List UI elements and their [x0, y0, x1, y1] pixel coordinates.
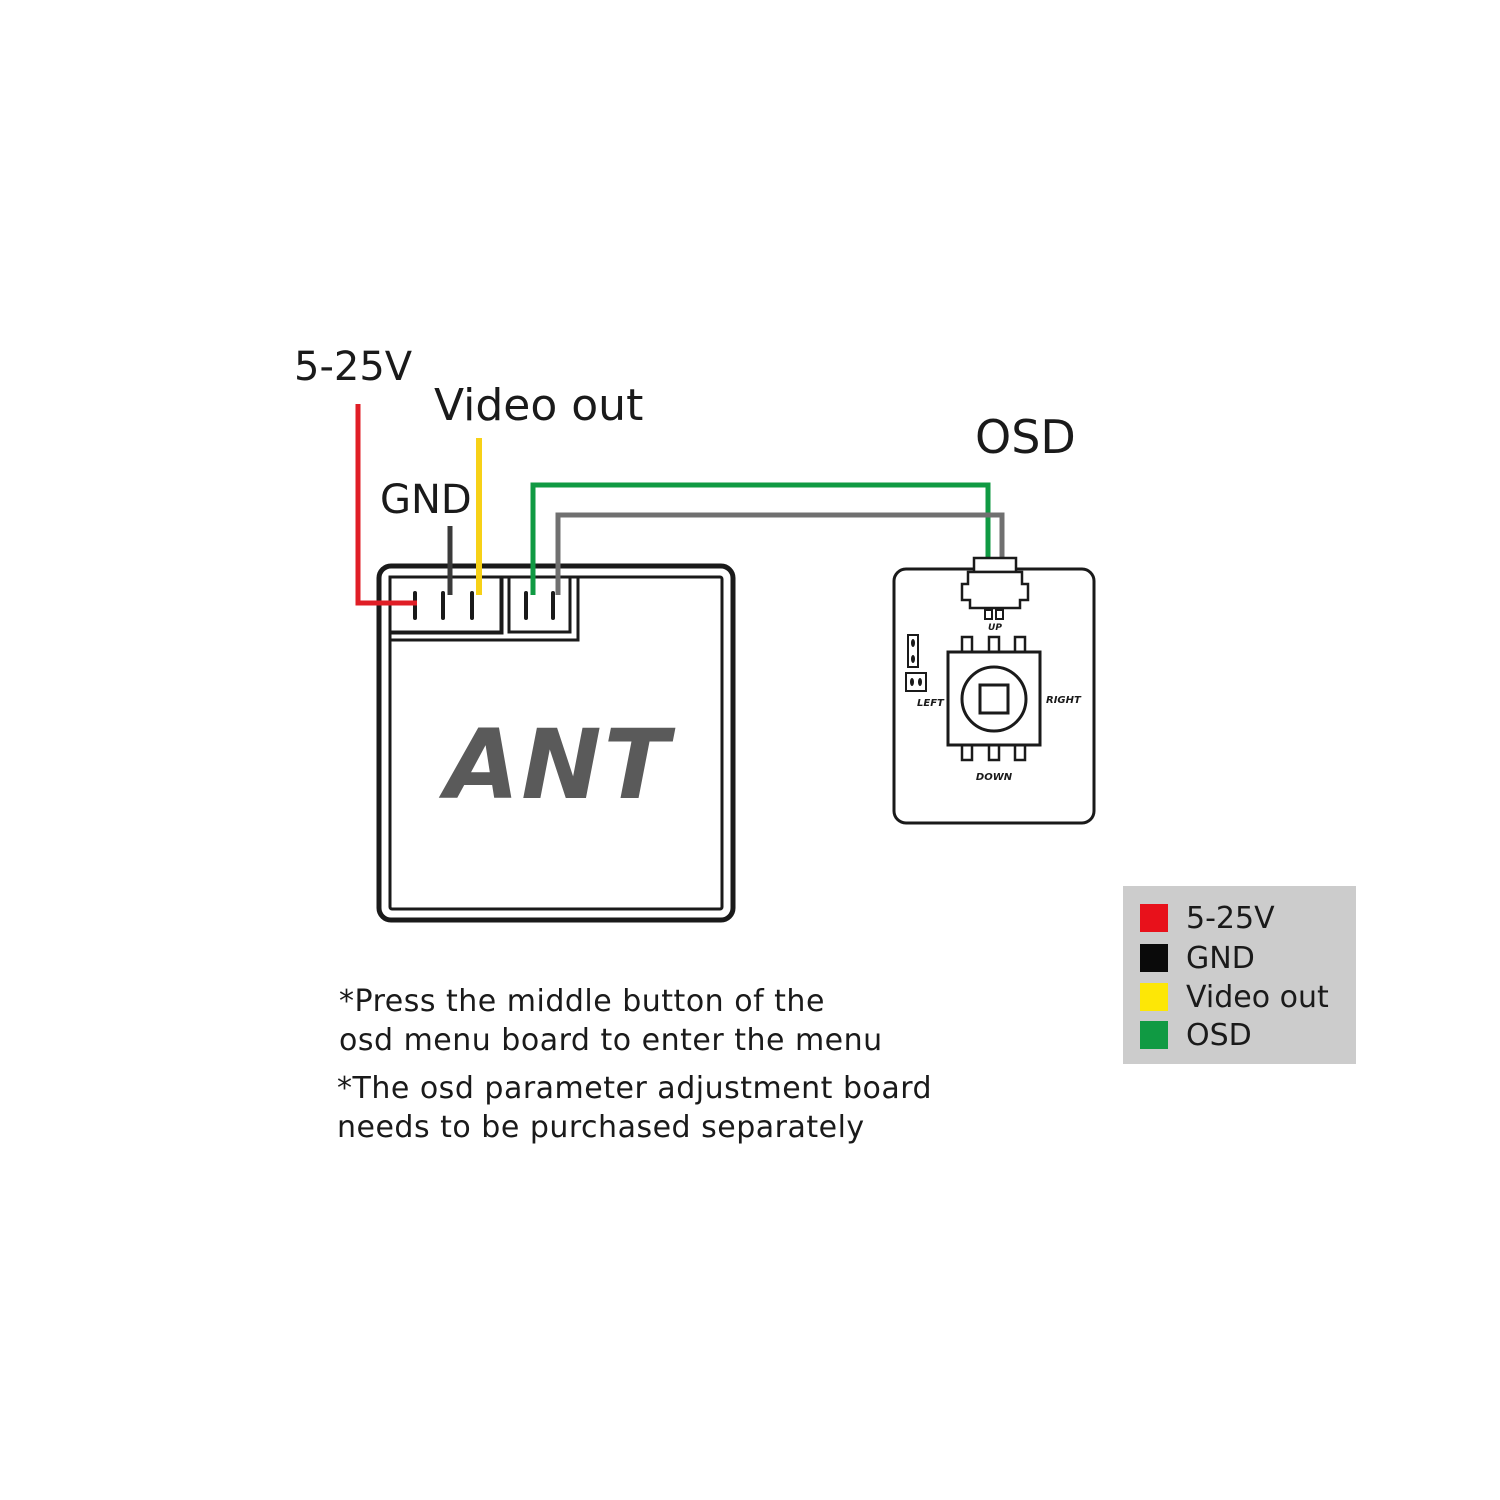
legend-swatch-osd — [1140, 1021, 1168, 1049]
legend-item-video: Video out — [1140, 979, 1329, 1015]
power-label: 5-25V — [294, 344, 413, 390]
osd-wire-green — [530, 482, 991, 595]
osd-board: UP LEFT RIGHT DOWN — [892, 556, 1096, 825]
osd-down-label: DOWN — [976, 772, 1013, 783]
power-wire — [355, 404, 417, 606]
jumper-dot-1 — [911, 639, 915, 647]
legend-label-power: 5-25V — [1186, 900, 1275, 936]
video-out-label: Video out — [434, 380, 643, 431]
legend-label-video: Video out — [1186, 979, 1329, 1015]
jumper-dot-2 — [911, 655, 915, 663]
video-module: ANT — [376, 563, 736, 923]
osd-plug-pin-left — [984, 609, 993, 620]
legend-swatch-power — [1140, 904, 1168, 932]
note-menu: *Press the middle button of the osd menu… — [339, 982, 883, 1060]
jumper-dot-4 — [918, 678, 922, 686]
osd-left-label: LEFT — [917, 698, 945, 709]
note-purchase-line2: needs to be purchased separately — [337, 1110, 865, 1145]
osd-wire-gray — [555, 512, 1005, 595]
osd-up-label: UP — [988, 623, 1002, 633]
jumper-horizontal — [905, 672, 927, 692]
osd-plug-top — [972, 556, 1018, 574]
legend-item-gnd: GND — [1140, 940, 1255, 976]
osd-right-label: RIGHT — [1046, 695, 1082, 706]
osd-label: OSD — [975, 410, 1076, 464]
connector-2pin — [507, 575, 572, 634]
note-purchase-line1: *The osd parameter adjustment board — [337, 1071, 933, 1106]
switch-pad-t1 — [960, 635, 974, 654]
switch-pad-b3 — [1013, 743, 1027, 762]
legend-swatch-gnd — [1140, 944, 1168, 972]
module-brand: ANT — [438, 709, 676, 821]
switch-pad-b2 — [987, 743, 1001, 762]
legend-item-power: 5-25V — [1140, 900, 1275, 936]
gnd-label: GND — [380, 477, 472, 523]
osd-plug-pin-right — [995, 609, 1004, 620]
legend-label-gnd: GND — [1186, 940, 1255, 976]
legend-item-osd: OSD — [1140, 1017, 1252, 1053]
note-menu-line2: osd menu board to enter the menu — [339, 1023, 883, 1058]
switch-pad-t3 — [1013, 635, 1027, 654]
legend-label-osd: OSD — [1186, 1017, 1252, 1053]
switch-pad-t2 — [987, 635, 1001, 654]
jumper-dot-3 — [910, 678, 914, 686]
note-purchase: *The osd parameter adjustment board need… — [337, 1069, 932, 1147]
switch-pad-b1 — [960, 743, 974, 762]
middle-button[interactable] — [978, 683, 1010, 715]
legend: 5-25V GND Video out OSD — [1123, 886, 1356, 1064]
note-menu-line1: *Press the middle button of the — [339, 984, 825, 1019]
osd-plug-body — [960, 570, 1030, 610]
legend-swatch-video — [1140, 983, 1168, 1011]
connector-2pin-frame — [390, 577, 580, 642]
jumper-vertical — [907, 634, 919, 668]
